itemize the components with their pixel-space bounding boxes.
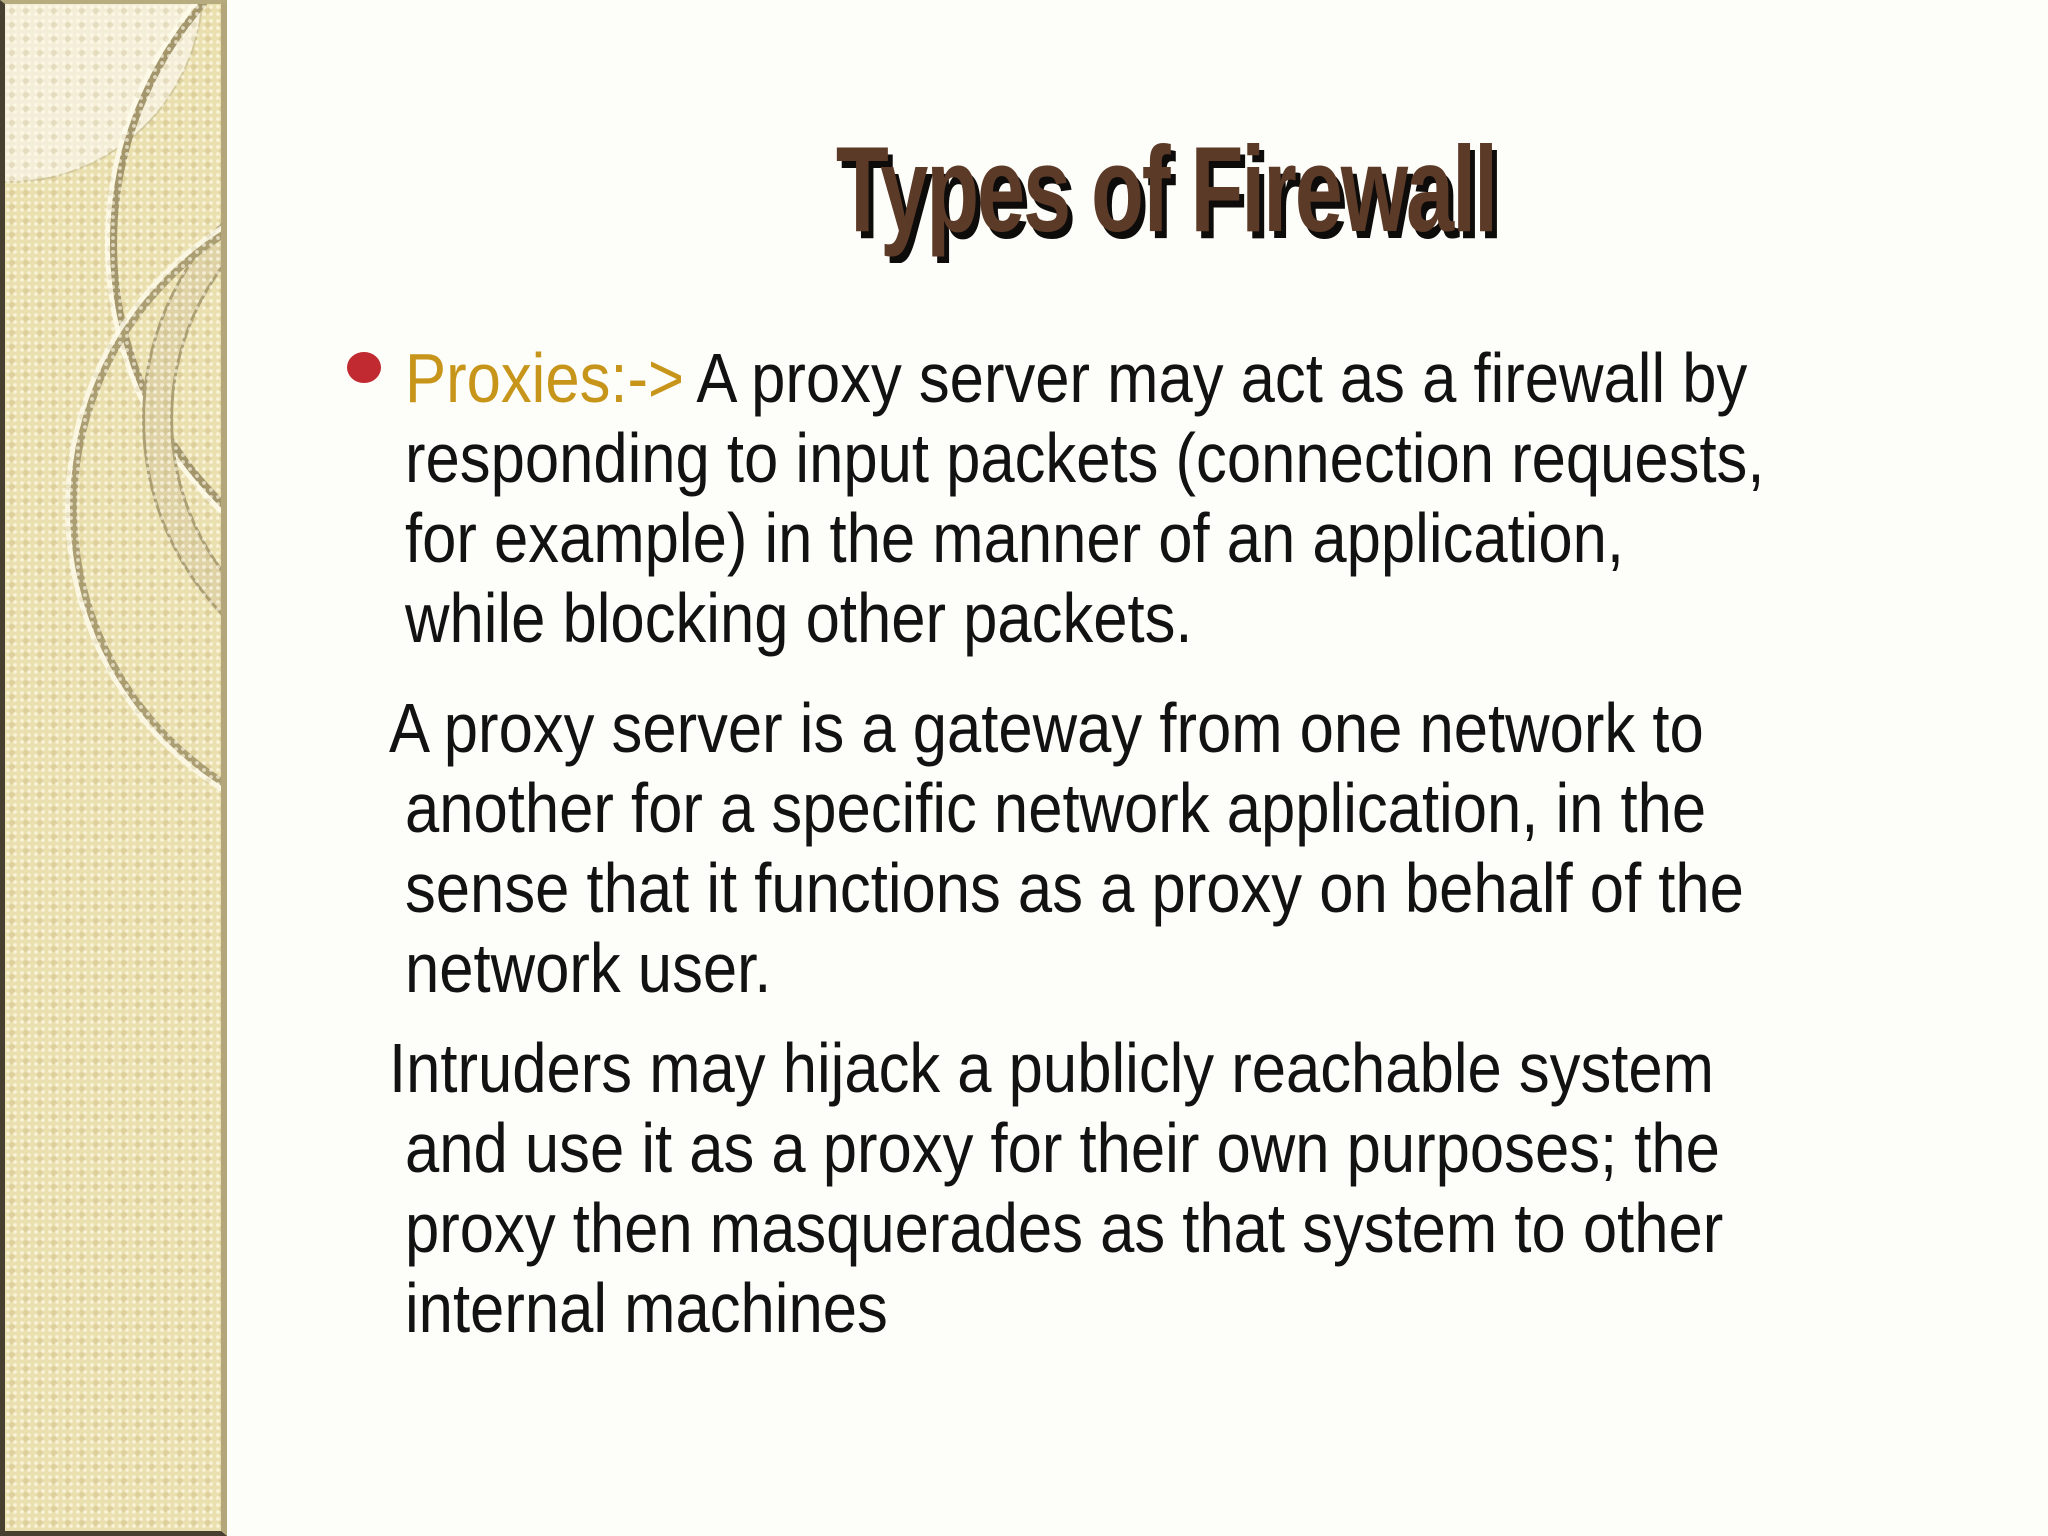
body-line: proxy then masquerades as that system to… — [405, 1189, 1724, 1267]
body-line: sense that it functions as a proxy on be… — [405, 849, 1744, 927]
body-line: network user. — [405, 929, 772, 1007]
body-line: for example) in the manner of an applica… — [405, 499, 1625, 577]
body-line: another for a specific network applicati… — [405, 769, 1707, 847]
body-line: Proxies:->A proxy server may act as a fi… — [405, 338, 1764, 418]
body-line: Intruders may hijack a publicly reachabl… — [389, 1029, 1714, 1107]
body-line: while blocking other packets. — [405, 579, 1193, 657]
paragraph-proxies: Proxies:->A proxy server may act as a fi… — [405, 338, 1950, 658]
body-line: and use it as a proxy for their own purp… — [405, 1109, 1720, 1187]
paragraph-intruders: Intruders may hijack a publicly reachabl… — [389, 1028, 1950, 1348]
body-line-text: A proxy server may act as a firewall by — [696, 339, 1748, 417]
slide-content-area: Types of Firewall Proxies:->A proxy serv… — [227, 0, 2048, 1536]
body-line: A proxy server is a gateway from one net… — [389, 689, 1704, 767]
body-line: responding to input packets (connection … — [405, 419, 1765, 497]
paragraph-proxy-gateway: A proxy server is a gateway from one net… — [389, 688, 1950, 1008]
page-title-text: Types of Firewall — [835, 121, 1497, 257]
red-disc-bullet-icon — [347, 352, 381, 383]
slide-body-text: Proxies:->A proxy server may act as a fi… — [347, 338, 1950, 1348]
page-title: Types of Firewall — [283, 128, 2048, 250]
bullet-lead-text: Proxies:-> — [405, 339, 685, 417]
sidebar-decorative-panel — [0, 0, 227, 1536]
sidebar-weave-texture — [5, 4, 221, 1531]
body-line: internal machines — [405, 1269, 888, 1347]
